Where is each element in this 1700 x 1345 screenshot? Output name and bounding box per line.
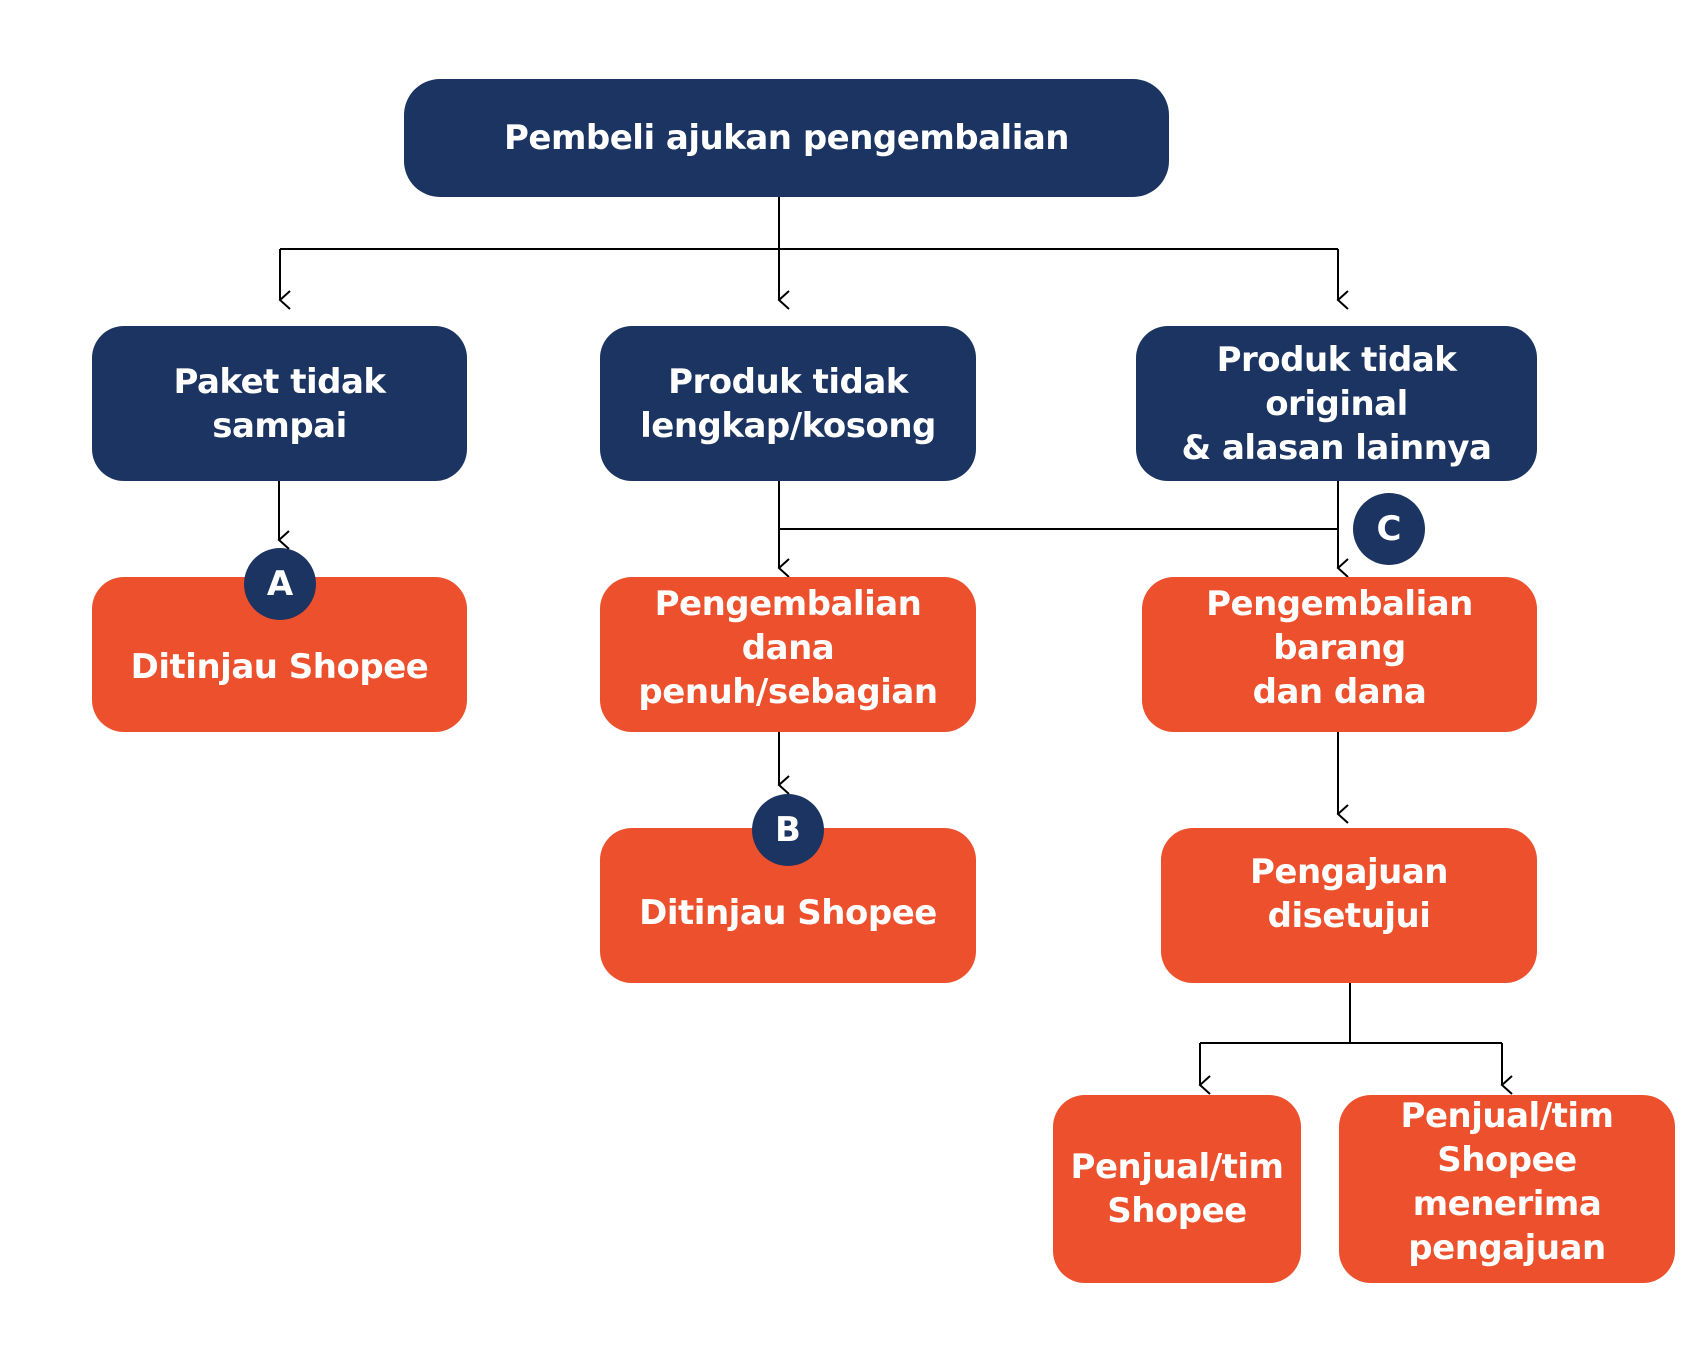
- node-final-right: Penjual/tim Shopee menerima pengajuan: [1339, 1095, 1675, 1283]
- node-final-right-label: Penjual/tim Shopee menerima pengajuan: [1400, 1096, 1614, 1268]
- node-approved-c-label: Pengajuan disetujui: [1250, 851, 1448, 936]
- node-outcome-b: Pengembalian dana penuh/sebagian: [600, 577, 976, 732]
- node-outcome-c-label: Pengembalian barang dan dana: [1206, 583, 1473, 712]
- badge-b: B: [752, 794, 824, 866]
- node-outcome-c: Pengembalian barang dan dana: [1142, 577, 1537, 732]
- node-outcome-a-label: Ditinjau Shopee: [130, 646, 429, 687]
- badge-c: C: [1353, 493, 1425, 565]
- badge-c-label: C: [1376, 509, 1402, 549]
- node-reason-a-label: Paket tidak sampai: [173, 361, 386, 446]
- node-root-label: Pembeli ajukan pengembalian: [503, 118, 1070, 158]
- node-reason-b: Produk tidak lengkap/kosong: [600, 326, 976, 481]
- badge-b-label: B: [775, 810, 801, 850]
- node-final-left: Penjual/tim Shopee: [1053, 1095, 1301, 1283]
- node-outcome-b-label: Pengembalian dana penuh/sebagian: [638, 583, 938, 712]
- badge-a-label: A: [266, 564, 294, 604]
- node-reason-b-label: Produk tidak lengkap/kosong: [640, 361, 936, 446]
- node-reason-a: Paket tidak sampai: [92, 326, 467, 481]
- node-review-b-label: Ditinjau Shopee: [639, 892, 937, 933]
- node-approved-c: Pengajuan disetujui: [1161, 828, 1537, 983]
- node-reason-c-label: Produk tidak original & alasan lainnya: [1181, 339, 1492, 468]
- badge-a: A: [244, 548, 316, 620]
- node-root: Pembeli ajukan pengembalian: [404, 79, 1169, 197]
- node-reason-c: Produk tidak original & alasan lainnya: [1136, 326, 1537, 481]
- node-final-left-label: Penjual/tim Shopee: [1070, 1147, 1284, 1231]
